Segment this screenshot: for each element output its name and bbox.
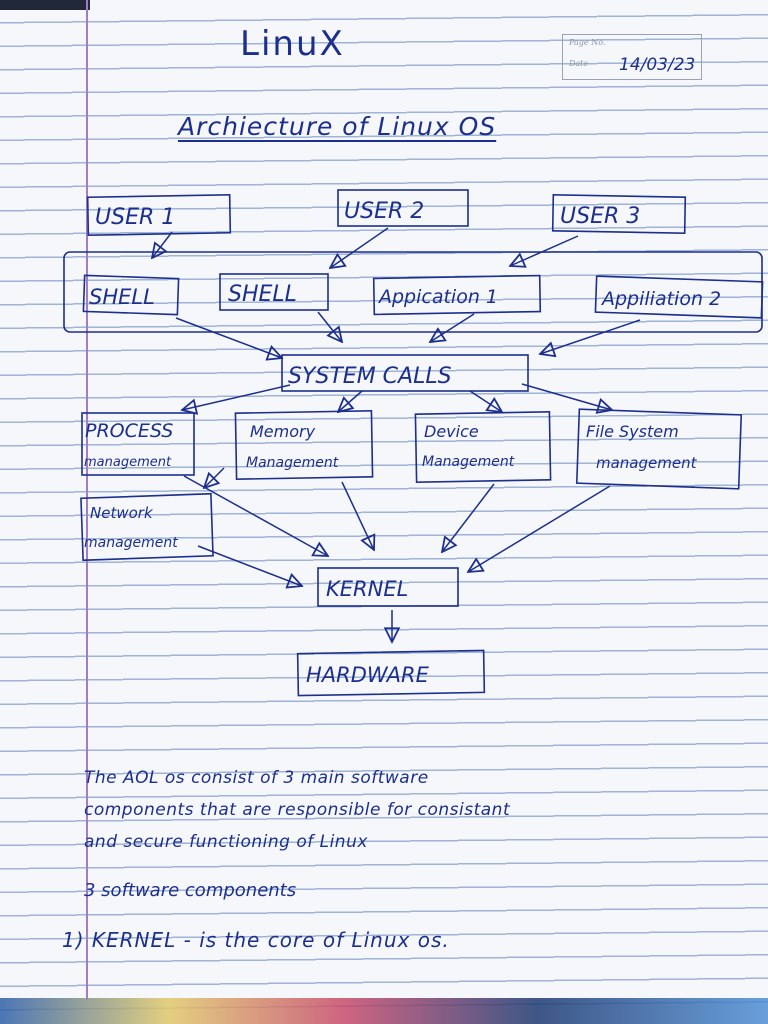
- kernel-box: KERNEL: [317, 567, 459, 607]
- kernel-label: KERNEL: [326, 577, 408, 601]
- diagram-heading: Archiecture of Linux OS: [178, 112, 497, 141]
- notes-line-3: and secure functioning of Linux: [84, 832, 368, 852]
- user-3-label: USER 3: [560, 204, 640, 229]
- user-1-label: USER 1: [95, 205, 175, 230]
- network-management-label: management: [84, 535, 178, 551]
- memory-label: Memory: [250, 422, 316, 441]
- system-calls-label: SYSTEM CALLS: [288, 364, 452, 389]
- user-2-box: USER 2: [337, 189, 469, 227]
- device-label: Device: [424, 422, 479, 441]
- shell-2-label: SHELL: [228, 282, 297, 307]
- application-1-label: Appication 1: [377, 286, 498, 308]
- date-label: Date: [569, 59, 589, 68]
- application-2-label: Appiliation 2: [600, 288, 721, 310]
- notes-line-2: components that are responsible for cons…: [84, 800, 511, 820]
- hardware-box: HARDWARE: [296, 649, 486, 697]
- file-system-management-box: File System management: [575, 408, 743, 490]
- device-management-box: Device Management: [414, 411, 552, 483]
- user-3-box: USER 3: [551, 194, 687, 234]
- kernel-note: 1) KERNEL - is the core of Linux os.: [62, 928, 450, 952]
- file-system-management-label: management: [596, 454, 698, 472]
- components-heading: 3 software components: [84, 880, 297, 901]
- diagram-arrows: [152, 227, 641, 642]
- application-1-box: Appication 1: [372, 274, 542, 316]
- user-1-box: USER 1: [86, 193, 232, 237]
- date-value: 14/03/23: [619, 55, 696, 75]
- date-stamp: Page No. Date 14/03/23: [562, 34, 702, 80]
- page-number-label: Page No.: [569, 38, 606, 47]
- process-label: PROCESS: [85, 420, 173, 442]
- user-2-label: USER 2: [344, 199, 424, 224]
- shell-1-label: SHELL: [89, 285, 155, 309]
- file-system-label: File System: [586, 422, 679, 441]
- network-label: Network: [90, 504, 154, 522]
- system-calls-box: SYSTEM CALLS: [281, 354, 529, 392]
- hardware-label: HARDWARE: [306, 663, 430, 687]
- memory-management-label: Management: [246, 455, 339, 471]
- margin-line: [86, 0, 88, 1000]
- application-2-box: Appiliation 2: [594, 275, 764, 319]
- memory-management-box: Memory Management: [234, 410, 374, 480]
- device-management-label: Management: [422, 454, 515, 470]
- shell-2-box: SHELL: [219, 273, 329, 311]
- shell-1-box: SHELL: [82, 274, 180, 316]
- network-management-box: Network management: [80, 492, 214, 562]
- architecture-diagram: USER 1 USER 2 USER 3 SHELL SHELL Appicat…: [63, 189, 764, 697]
- process-management-label: management: [84, 455, 172, 470]
- notes-line-1: The AOL os consist of 3 main software: [84, 768, 429, 788]
- page-title: LinuX: [240, 24, 345, 64]
- process-management-box: PROCESS management: [81, 412, 195, 476]
